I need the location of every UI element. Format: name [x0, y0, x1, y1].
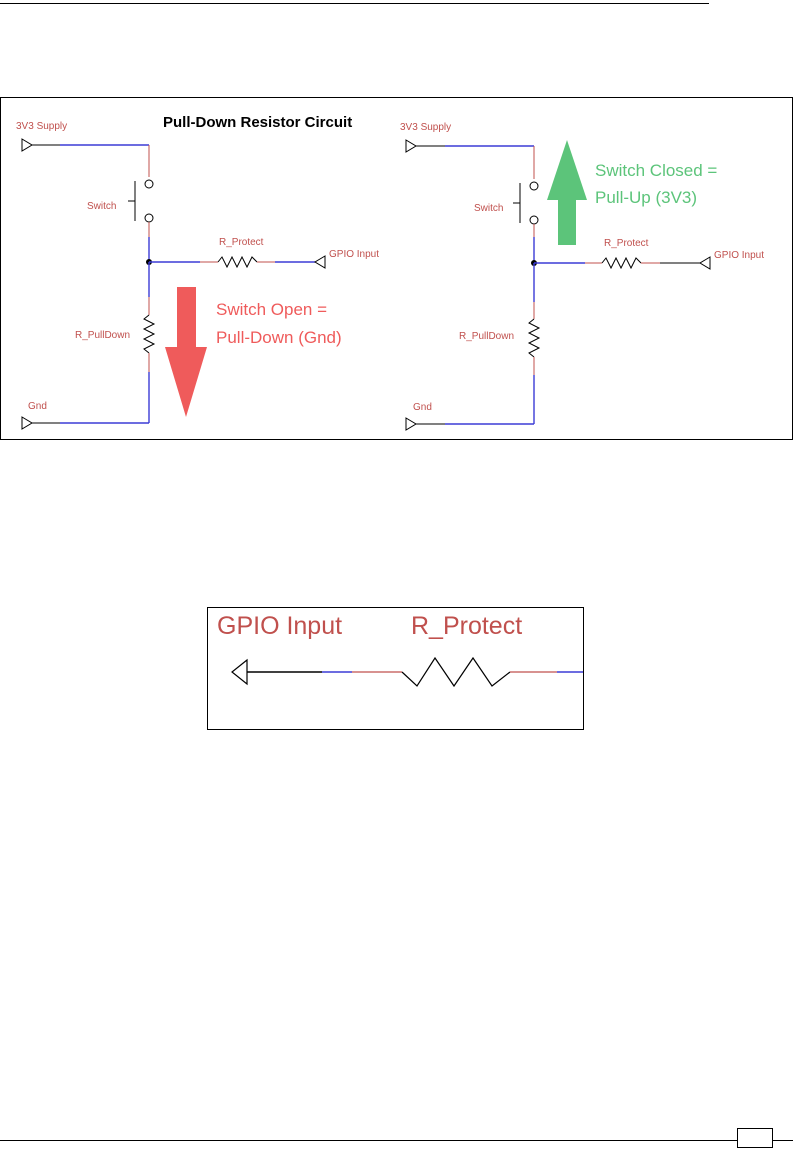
footer-rule [0, 1140, 793, 1141]
figure-border [0, 97, 793, 440]
annotation-line-2: Pull-Down (Gnd) [216, 328, 342, 347]
supply-terminal-icon [21, 138, 33, 152]
supply-terminal-icon [405, 139, 417, 153]
gnd-label: Gnd [413, 402, 432, 413]
supply-label: 3V3 Supply [16, 121, 67, 132]
gnd-label: Gnd [28, 401, 47, 412]
left-circuit: 3V3 Supply Switch R_Protect GPIO Input R… [16, 121, 379, 430]
r-pulldown-label: R_PullDown [75, 330, 130, 341]
annotation-line-1: Switch Open = [216, 300, 327, 319]
supply-label: 3V3 Supply [400, 122, 451, 133]
right-circuit: 3V3 Supply Switch R_Protect GPIO Input R… [400, 122, 764, 431]
arrow-down-icon [165, 287, 207, 417]
r-protect-detail-figure: GPIO Input R_Protect [207, 607, 584, 730]
r-pulldown-resistor-icon [527, 318, 541, 358]
r-pulldown-label: R_PullDown [459, 331, 514, 342]
r-protect-resistor-icon [601, 256, 642, 270]
r-protect-resistor-icon [401, 656, 511, 688]
gpio-label: GPIO Input [217, 612, 342, 640]
switch-icon [128, 179, 154, 223]
gnd-terminal-icon [405, 417, 417, 431]
page-number-box [737, 1128, 773, 1148]
switch-label: Switch [87, 201, 116, 212]
switch-label: Switch [474, 203, 503, 214]
annotation-line-1: Switch Closed = [595, 161, 717, 180]
annotation-line-2: Pull-Up (3V3) [595, 188, 697, 207]
r-protect-resistor-icon [217, 255, 258, 269]
pull-down-circuit-figure: Pull-Down Resistor Circuit 3V3 Supply Sw… [0, 97, 793, 440]
r-protect-label: R_Protect [219, 237, 264, 248]
figure-border [207, 607, 584, 730]
r-protect-label: R_Protect [411, 612, 522, 640]
gpio-label: GPIO Input [329, 249, 379, 260]
figure-title: Pull-Down Resistor Circuit [163, 114, 352, 131]
gpio-label: GPIO Input [714, 250, 764, 261]
gpio-terminal-icon [699, 256, 711, 270]
arrow-up-icon [547, 140, 587, 245]
gpio-terminal-icon [314, 255, 326, 269]
r-pulldown-resistor-icon [142, 314, 156, 354]
header-rule [0, 3, 709, 4]
r-protect-label: R_Protect [604, 238, 649, 249]
gnd-terminal-icon [21, 416, 33, 430]
